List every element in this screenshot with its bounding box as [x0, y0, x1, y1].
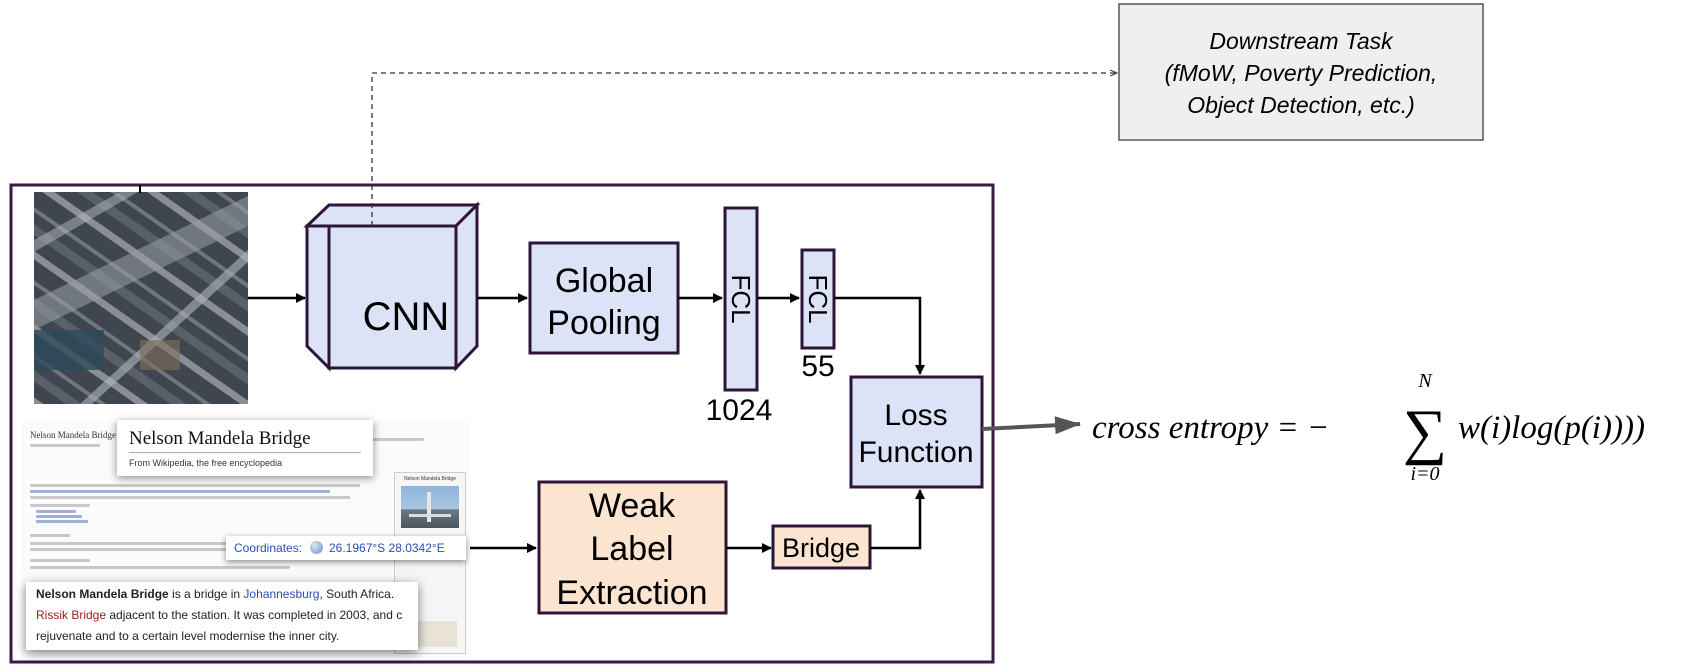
fcl-1024-box: FCL: [725, 208, 757, 390]
loss-line-1: Loss: [884, 399, 947, 432]
downstream-line-1: Downstream Task: [1209, 28, 1394, 54]
globe-icon: [310, 541, 323, 554]
weak-label-line-1: Weak: [589, 487, 676, 525]
cross-entropy-formula: cross entropy = − N ∑ i=0 w(i)log(p(i)))…: [1092, 370, 1645, 485]
satellite-image: [34, 192, 248, 404]
formula-lhs: cross entropy = −: [1092, 410, 1329, 446]
cnn-label: CNN: [363, 295, 450, 339]
wiki-infobox-title: Nelson Mandela Bridge: [395, 476, 465, 482]
wiki-bg-title: Nelson Mandela Bridge: [30, 430, 116, 440]
bridge-label-text: Bridge: [782, 533, 860, 563]
wiki-popup-divider: [129, 452, 361, 453]
wiki-infobox-photo: [401, 486, 459, 528]
global-pooling-line-1: Global: [555, 262, 653, 300]
formula-sum-upper: N: [1417, 370, 1433, 392]
downstream-line-2: (fMoW, Poverty Prediction,: [1165, 60, 1438, 86]
weak-label-extraction-box: Weak Label Extraction: [539, 482, 726, 613]
arrow-loss-to-formula: [982, 424, 1080, 429]
excerpt-text-3: rejuvenate and to a certain level modern…: [36, 629, 339, 643]
loss-line-2: Function: [858, 436, 973, 469]
loss-function-box: Loss Function: [851, 377, 982, 487]
wiki-popup-subtitle: From Wikipedia, the free encyclopedia: [129, 458, 282, 468]
fcl-55-size: 55: [801, 350, 834, 383]
bridge-label-box: Bridge: [773, 526, 870, 568]
excerpt-text-1a: is a bridge in: [169, 587, 244, 601]
downstream-task-box: Downstream Task (fMoW, Poverty Predictio…: [1119, 4, 1483, 140]
formula-sum-lower: i=0: [1410, 463, 1439, 485]
wikipedia-title-popup: Nelson Mandela Bridge From Wikipedia, th…: [117, 420, 373, 476]
arrow-fcl2-to-loss: [834, 298, 920, 374]
weak-label-line-2: Label: [590, 530, 673, 568]
excerpt-link-johannesburg[interactable]: Johannesburg: [243, 587, 319, 601]
fcl-1024-label: FCL: [726, 274, 756, 323]
excerpt-link-rissik-bridge[interactable]: Rissik Bridge: [36, 608, 106, 622]
coordinates-label: Coordinates:: [234, 541, 302, 555]
formula-sigma: ∑: [1403, 398, 1447, 466]
dashed-arrow-to-downstream: [372, 73, 1117, 226]
fcl-55-box: FCL: [802, 250, 834, 348]
cnn-box: CNN: [307, 205, 477, 368]
excerpt-text-2: adjacent to the station. It was complete…: [106, 608, 402, 622]
excerpt-text-1b: , South Africa.: [319, 587, 394, 601]
wikipedia-coordinates-popup: Coordinates: 26.1967°S 28.0342°E: [226, 536, 466, 560]
global-pooling-line-2: Pooling: [547, 304, 660, 342]
weak-label-line-3: Extraction: [556, 574, 707, 612]
wiki-popup-title: Nelson Mandela Bridge: [129, 428, 311, 450]
formula-rhs: w(i)log(p(i)))): [1458, 410, 1645, 446]
downstream-line-3: Object Detection, etc.): [1187, 92, 1415, 118]
fcl-1024-size: 1024: [706, 394, 773, 427]
global-pooling-box: Global Pooling: [530, 243, 678, 353]
wikipedia-excerpt-popup: Nelson Mandela Bridge is a bridge in Joh…: [26, 582, 418, 650]
arrow-bridge-to-loss: [870, 490, 920, 548]
coordinates-value: 26.1967°S 28.0342°E: [329, 541, 445, 555]
excerpt-bold-title: Nelson Mandela Bridge: [36, 587, 169, 601]
fcl-55-label: FCL: [803, 274, 833, 323]
